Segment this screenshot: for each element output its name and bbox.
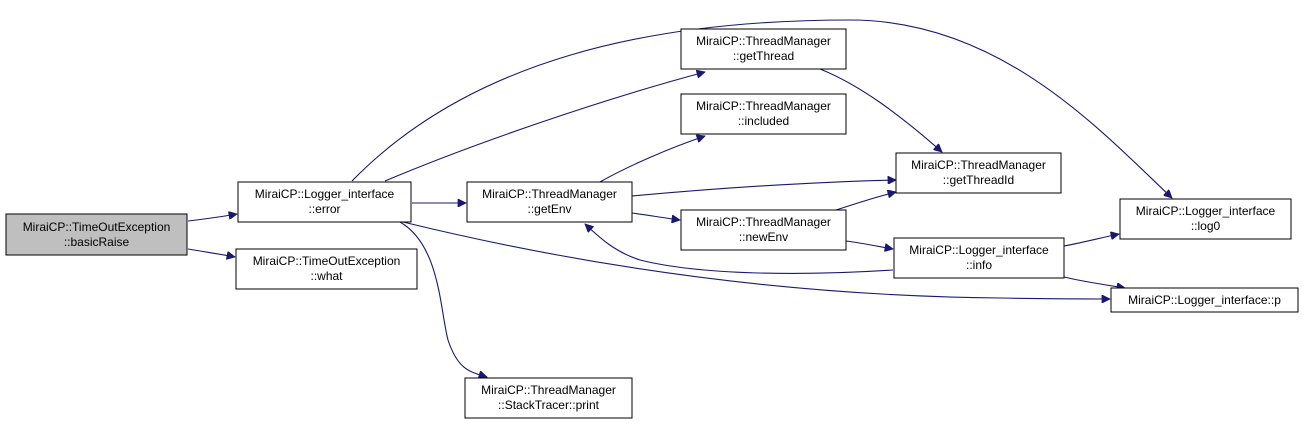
node-label-line2: ::error [308,202,340,216]
node-label-line2: ::getThread [733,49,794,63]
node-threadmanager-included[interactable]: MiraiCP::ThreadManager ::included [680,93,847,135]
node-label-line1: MiraiCP::ThreadManager [911,158,1046,172]
edge-getenv-to-included [597,136,705,184]
node-logger-interface-p[interactable]: MiraiCP::Logger_interface::p [1110,287,1299,313]
node-label-line1: MiraiCP::ThreadManager [482,187,617,201]
node-label-line1: MiraiCP::TimeOutException [253,254,401,268]
edge-error-to-log0 [351,19,1172,198]
node-label-line1: MiraiCP::Logger_interface::p [1128,293,1281,307]
node-threadmanager-newenv[interactable]: MiraiCP::ThreadManager ::newEnv [680,209,847,251]
edges [187,19,1172,377]
node-label-line1: MiraiCP::TimeOutException [23,220,171,234]
node-logger-interface-error[interactable]: MiraiCP::Logger_interface ::error [237,181,412,223]
edge-basicraise-to-what [187,248,235,257]
edge-newenv-to-getthreadid [835,192,896,211]
node-label-line2: ::StackTracer::print [498,398,600,412]
node-label-line1: MiraiCP::ThreadManager [696,215,831,229]
node-label-line1: MiraiCP::ThreadManager [696,99,831,113]
edge-basicraise-to-error [187,214,237,222]
edge-error-to-print [399,221,487,377]
edge-error-to-getthread [384,72,705,182]
node-label-line2: ::getThreadId [943,173,1014,187]
node-label-line1: MiraiCP::Logger_interface [255,187,395,201]
node-label-line2: ::what [310,269,343,283]
node-label-line1: MiraiCP::Logger_interface [909,243,1049,257]
node-threadmanager-stacktracer-print[interactable]: MiraiCP::ThreadManager ::StackTracer::pr… [464,377,633,419]
node-label-line2: ::newEnv [739,230,788,244]
node-label-line2: ::info [966,258,992,272]
node-label-line2: ::included [738,114,789,128]
edge-newenv-to-info [845,240,893,249]
node-threadmanager-getthreadid[interactable]: MiraiCP::ThreadManager ::getThreadId [895,152,1062,194]
nodes: MiraiCP::TimeOutException ::basicRaise M… [5,28,1299,419]
node-label-line1: MiraiCP::ThreadManager [696,34,831,48]
node-label-line1: MiraiCP::Logger_interface [1136,204,1276,218]
edge-getenv-to-getthreadid [631,180,896,197]
edge-getenv-to-newenv [631,212,680,220]
node-label-line1: MiraiCP::ThreadManager [481,383,616,397]
node-logger-interface-info[interactable]: MiraiCP::Logger_interface ::info [893,237,1065,279]
node-logger-interface-log0[interactable]: MiraiCP::Logger_interface ::log0 [1119,198,1292,240]
edge-getthread-to-getthreadid [819,68,942,152]
edge-info-to-p [1063,276,1125,288]
node-label-line2: ::log0 [1191,219,1221,233]
edge-info-to-getenv [585,224,894,274]
node-threadmanager-getenv[interactable]: MiraiCP::ThreadManager ::getEnv [466,181,633,223]
edge-info-to-log0 [1063,234,1119,247]
node-timeoutexception-basicraise[interactable]: MiraiCP::TimeOutException ::basicRaise [5,213,188,256]
node-threadmanager-getthread[interactable]: MiraiCP::ThreadManager ::getThread [680,28,847,70]
node-label-line2: ::basicRaise [64,235,130,249]
edge-error-to-p [402,221,1110,299]
node-timeoutexception-what[interactable]: MiraiCP::TimeOutException ::what [235,248,418,290]
node-label-line2: ::getEnv [527,202,571,216]
